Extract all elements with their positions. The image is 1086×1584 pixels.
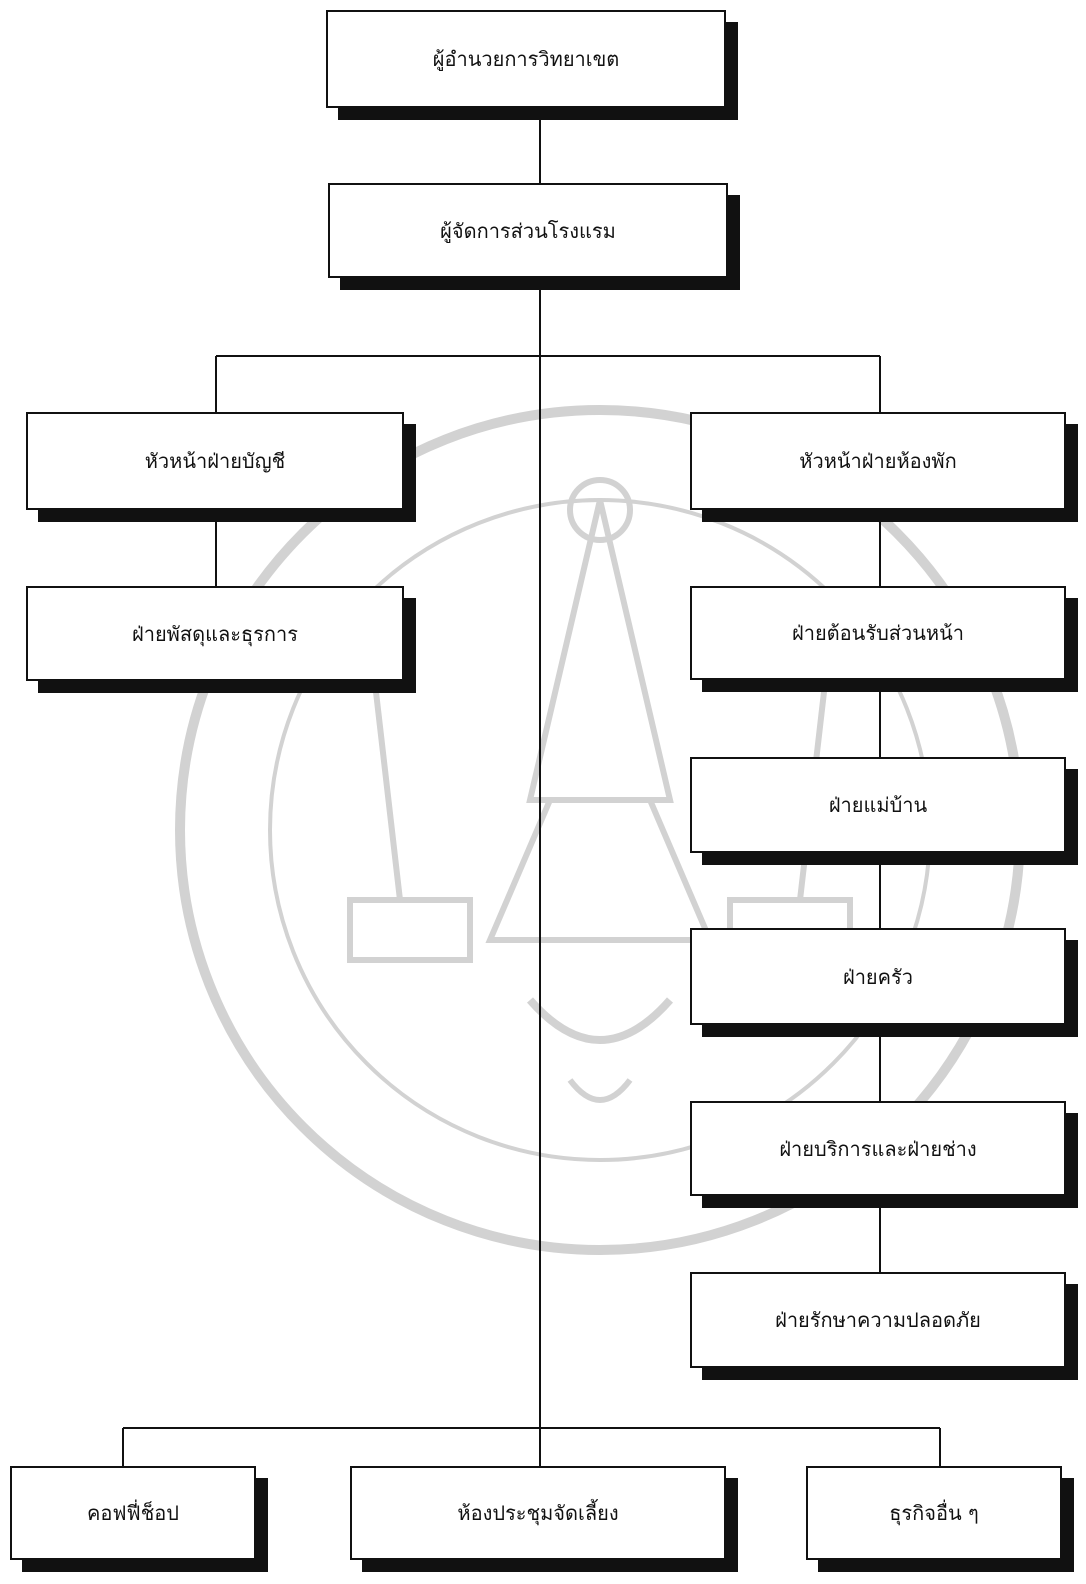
node-service-engineering: ฝ่ายบริการและฝ่ายช่าง xyxy=(690,1101,1066,1196)
node-label: ฝ่ายบริการและฝ่ายช่าง xyxy=(779,1136,977,1161)
node-housekeeping: ฝ่ายแม่บ้าน xyxy=(690,757,1066,853)
node-head-accounting: หัวหน้าฝ่ายบัญชี xyxy=(26,412,404,510)
node-label: หัวหน้าฝ่ายบัญชี xyxy=(144,449,286,473)
node-hotel-manager: ผู้จัดการส่วนโรงแรม xyxy=(328,183,728,278)
node-label: ฝ่ายพัสดุและธุรการ xyxy=(132,621,298,646)
node-label: ฝ่ายต้อนรับส่วนหน้า xyxy=(792,621,964,645)
node-supplies-admin: ฝ่ายพัสดุและธุรการ xyxy=(26,586,404,681)
node-label: ผู้อำนวยการวิทยาเขต xyxy=(432,47,620,71)
node-label: หัวหน้าฝ่ายห้องพัก xyxy=(799,449,957,473)
node-label: ธุรกิจอื่น ๆ xyxy=(889,1501,979,1525)
node-head-rooms: หัวหน้าฝ่ายห้องพัก xyxy=(690,412,1066,510)
node-security: ฝ่ายรักษาความปลอดภัย xyxy=(690,1272,1066,1368)
node-label: ฝ่ายแม่บ้าน xyxy=(828,793,928,817)
node-kitchen: ฝ่ายครัว xyxy=(690,928,1066,1025)
node-label: คอฟฟี่ช็อป xyxy=(87,1501,179,1525)
node-meeting-banquet: ห้องประชุมจัดเลี้ยง xyxy=(350,1466,726,1560)
node-label: ฝ่ายรักษาความปลอดภัย xyxy=(775,1308,981,1332)
node-label: ผู้จัดการส่วนโรงแรม xyxy=(440,218,616,243)
node-front-office: ฝ่ายต้อนรับส่วนหน้า xyxy=(690,586,1066,680)
node-coffee-shop: คอฟฟี่ช็อป xyxy=(10,1466,256,1560)
node-other-business: ธุรกิจอื่น ๆ xyxy=(806,1466,1062,1560)
node-label: ห้องประชุมจัดเลี้ยง xyxy=(457,1501,619,1525)
node-director: ผู้อำนวยการวิทยาเขต xyxy=(326,10,726,108)
node-label: ฝ่ายครัว xyxy=(842,964,914,989)
